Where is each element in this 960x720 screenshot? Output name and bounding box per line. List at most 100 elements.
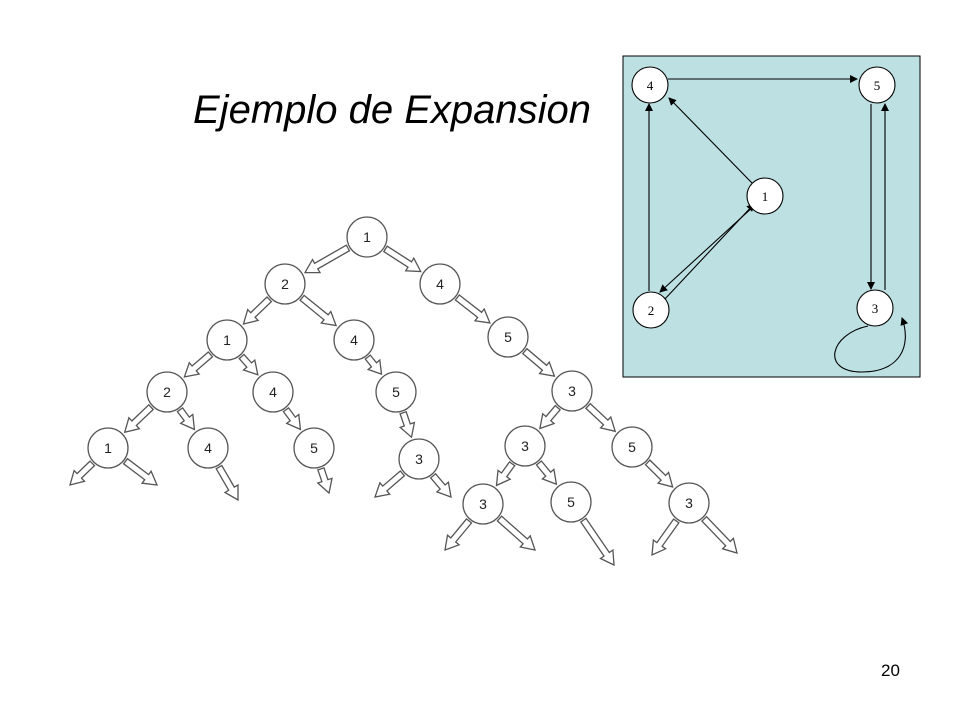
graph-node: 2 xyxy=(632,291,670,329)
tree-node: 4 xyxy=(187,427,229,469)
tree-edge-arrow xyxy=(238,353,259,376)
tree-node: 5 xyxy=(293,427,335,469)
tree-node-circle xyxy=(419,263,461,305)
tree-node: 2 xyxy=(146,371,188,413)
tree-node: 1 xyxy=(346,216,388,258)
tree-node-circle xyxy=(611,426,653,468)
tree-node-label: 4 xyxy=(350,332,358,348)
tree-node-label: 5 xyxy=(310,440,318,456)
tree-node-circle xyxy=(252,371,294,413)
tree-node: 3 xyxy=(668,482,710,524)
tree-frontier-arrow xyxy=(316,467,333,495)
tree-node-label: 4 xyxy=(269,384,277,400)
tree-node-label: 3 xyxy=(479,496,487,512)
tree-node-label: 3 xyxy=(521,438,529,454)
graph-node-circle xyxy=(632,291,670,329)
tree-node-label: 4 xyxy=(204,440,212,456)
tree-node: 5 xyxy=(611,426,653,468)
tree-node-circle xyxy=(146,371,188,413)
tree-node-label: 3 xyxy=(685,495,693,511)
tree-node: 5 xyxy=(375,371,417,413)
tree-node: 4 xyxy=(252,371,294,413)
tree-node-circle xyxy=(187,427,229,469)
tree-frontier-arrow xyxy=(215,464,239,502)
tree-frontier-arrow xyxy=(700,515,738,554)
tree-edge-arrow xyxy=(644,459,674,488)
slide-title: Ejemplo de Expansion xyxy=(193,88,592,132)
tree-frontier-arrow xyxy=(444,517,473,551)
tree-edge-arrow xyxy=(398,410,416,439)
tree-node-label: 1 xyxy=(223,332,231,348)
tree-edge-arrow xyxy=(535,460,558,486)
tree-edge-arrow xyxy=(176,406,196,431)
tree-node: 3 xyxy=(551,370,593,412)
tree-node-label: 5 xyxy=(392,384,400,400)
tree-node-circle xyxy=(550,481,592,523)
graph-node: 1 xyxy=(746,177,784,215)
tree-frontier-arrow xyxy=(69,460,96,486)
tree-node-label: 2 xyxy=(281,276,289,292)
tree-edge-arrow xyxy=(521,347,556,378)
tree-edge-arrow xyxy=(584,402,617,433)
page-number: 20 xyxy=(881,661,900,680)
tree-node-label: 3 xyxy=(415,451,423,467)
tree-edge-arrow xyxy=(183,351,214,378)
tree-node-label: 1 xyxy=(104,440,112,456)
graph-node: 5 xyxy=(858,66,896,104)
tree-node: 5 xyxy=(487,316,529,358)
tree-node: 1 xyxy=(206,319,248,361)
graph-node-label: 5 xyxy=(874,78,881,93)
tree-node-circle xyxy=(504,425,546,467)
tree-edge-arrow xyxy=(242,296,273,325)
tree-frontier-arrow xyxy=(651,518,680,557)
tree-node-circle xyxy=(398,438,440,480)
tree-node-label: 1 xyxy=(363,229,371,245)
tree-edge-arrow xyxy=(539,404,562,430)
tree-node-label: 5 xyxy=(628,439,636,455)
tree-node-circle xyxy=(264,263,306,305)
tree-edge-arrow xyxy=(364,354,383,376)
tree-node: 2 xyxy=(264,263,306,305)
tree-node: 3 xyxy=(504,425,546,467)
tree-node-circle xyxy=(206,319,248,361)
graph-edge xyxy=(668,97,753,184)
tree-node-circle xyxy=(551,370,593,412)
graph-self-loop-edge xyxy=(834,317,909,373)
tree-node-circle xyxy=(375,371,417,413)
tree-edge-arrow xyxy=(123,403,155,434)
tree-frontier-arrow xyxy=(374,470,406,498)
graph-node-label: 4 xyxy=(647,78,654,93)
graph-node-label: 2 xyxy=(648,303,655,318)
tree-edge-arrow xyxy=(303,244,351,274)
graph-node-circle xyxy=(856,289,894,327)
tree-node-circle xyxy=(333,319,375,361)
tree-node-circle xyxy=(87,427,129,469)
tree-node: 3 xyxy=(462,483,504,525)
graph-node-label: 1 xyxy=(762,189,769,204)
tree-frontier-arrow xyxy=(579,517,615,567)
tree-frontier-arrow xyxy=(496,515,536,551)
tree-node-label: 3 xyxy=(568,383,576,399)
tree-node-label: 2 xyxy=(163,384,171,400)
tree-edge-arrow xyxy=(282,406,302,431)
graph-node-circle xyxy=(631,66,669,104)
tree-edge-arrow xyxy=(382,245,422,273)
graph-node-circle xyxy=(858,66,896,104)
tree-node-circle xyxy=(462,483,504,525)
tree-node: 1 xyxy=(87,427,129,469)
tree-node-circle xyxy=(293,427,335,469)
graph-edge xyxy=(663,203,755,301)
tree-edge-arrow xyxy=(299,294,338,327)
tree-node-label: 5 xyxy=(567,494,575,510)
tree-node-label: 5 xyxy=(504,329,512,345)
tree-frontier-arrow xyxy=(429,472,452,498)
graph-node: 4 xyxy=(631,66,669,104)
graph-node: 3 xyxy=(856,289,894,327)
tree-node-circle xyxy=(668,482,710,524)
tree-frontier-arrow xyxy=(122,457,159,486)
graph-node-label: 3 xyxy=(872,301,879,316)
tree-node-circle xyxy=(487,316,529,358)
tree-node: 4 xyxy=(333,319,375,361)
